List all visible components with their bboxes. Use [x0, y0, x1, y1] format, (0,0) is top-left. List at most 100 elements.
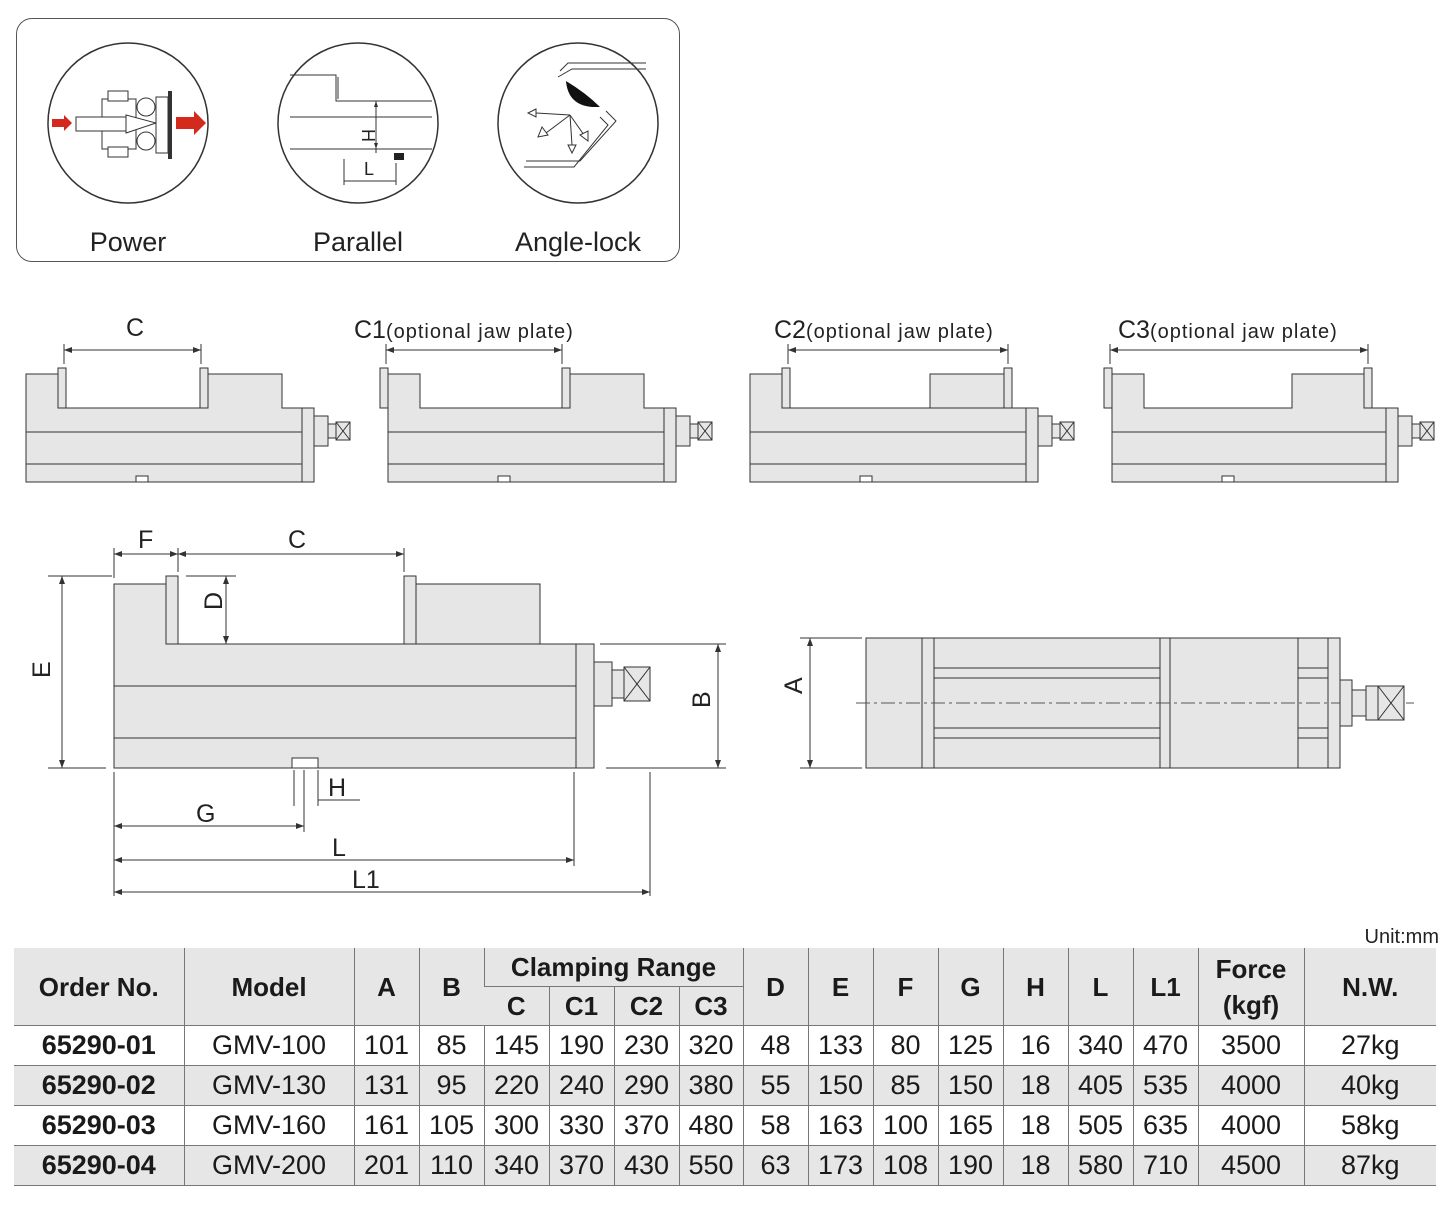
cell-c1: 190: [548, 1025, 614, 1066]
header-model: Model: [183, 948, 354, 1026]
cell-c3: 380: [678, 1065, 743, 1106]
cell-c1: 330: [548, 1105, 614, 1146]
cell-d: 63: [742, 1145, 808, 1186]
cell-force: 3500: [1197, 1025, 1304, 1066]
feature-power: Power: [43, 41, 213, 258]
dim-h-label: H: [328, 774, 346, 802]
spec-table: Order No. Model A B Clamping Range D E F…: [14, 948, 1436, 1186]
cell-a: 131: [353, 1065, 419, 1106]
dim-l1-label: L1: [352, 866, 380, 894]
jaw-variant-c3: [1103, 344, 1435, 483]
cell-c: 220: [483, 1065, 549, 1106]
header-f: F: [872, 948, 938, 1026]
cell-h: 16: [1002, 1025, 1068, 1066]
cell-g: 190: [937, 1145, 1003, 1186]
cell-g: 125: [937, 1025, 1003, 1066]
jaw-variant-c2: [749, 344, 1075, 483]
header-h: H: [1002, 948, 1068, 1026]
cell-model: GMV-130: [183, 1065, 354, 1106]
cell-c1: 240: [548, 1065, 614, 1106]
header-e: E: [807, 948, 873, 1026]
cell-d: 48: [742, 1025, 808, 1066]
feature-label: Angle-lock: [514, 227, 642, 257]
jaw-label-c3: C3(optional jaw plate): [1118, 316, 1338, 344]
cell-c2: 430: [613, 1145, 679, 1186]
cell-l1: 710: [1132, 1145, 1198, 1186]
cell-b: 105: [418, 1105, 484, 1146]
header-a: A: [353, 948, 419, 1026]
cell-l1: 535: [1132, 1065, 1198, 1106]
cell-c2: 370: [613, 1105, 679, 1146]
dim-g-label: G: [196, 800, 215, 828]
cell-l1: 470: [1132, 1025, 1198, 1066]
cell-h: 18: [1002, 1105, 1068, 1146]
cell-h: 18: [1002, 1145, 1068, 1186]
cell-c: 145: [483, 1025, 549, 1066]
unit-label: Unit:mm: [1364, 926, 1439, 948]
cell-model: GMV-200: [183, 1145, 354, 1186]
header-g: G: [937, 948, 1003, 1026]
cell-order: 65290-02: [14, 1065, 184, 1106]
vise-drawings: F C D E B H G: [25, 344, 1435, 896]
cell-c: 300: [483, 1105, 549, 1146]
cell-nw: 87kg: [1303, 1145, 1436, 1186]
cell-e: 133: [807, 1025, 873, 1066]
cell-f: 85: [872, 1065, 938, 1106]
feature-parallel: H L Parallel: [273, 41, 443, 258]
header-b: B: [418, 948, 484, 1026]
cell-l: 405: [1067, 1065, 1133, 1106]
cell-force: 4500: [1197, 1145, 1304, 1186]
dim-b-label: B: [688, 691, 716, 708]
side-view: F C D E B H G: [28, 526, 726, 896]
angle-lock-diagram-icon: [497, 42, 659, 204]
cell-b: 85: [418, 1025, 484, 1066]
cell-l1: 635: [1132, 1105, 1198, 1146]
header-c1: C1: [548, 986, 614, 1026]
cell-c3: 320: [678, 1025, 743, 1066]
parallel-l-label: L: [364, 159, 374, 179]
header-l: L: [1067, 948, 1133, 1026]
cell-force: 4000: [1197, 1105, 1304, 1146]
jaw-variant-c: [25, 344, 351, 483]
feature-label: Parallel: [312, 227, 404, 257]
header-nw: N.W.: [1303, 948, 1436, 1026]
parallel-diagram-icon: H L: [277, 42, 439, 204]
cell-f: 108: [872, 1145, 938, 1186]
dim-e-label: E: [28, 661, 56, 678]
cell-c3: 480: [678, 1105, 743, 1146]
cell-b: 95: [418, 1065, 484, 1106]
cell-c2: 290: [613, 1065, 679, 1106]
cell-l: 340: [1067, 1025, 1133, 1066]
cell-d: 58: [742, 1105, 808, 1146]
cell-a: 201: [353, 1145, 419, 1186]
dim-c-label: C: [288, 526, 306, 554]
power-diagram-icon: [47, 42, 209, 204]
cell-order: 65290-04: [14, 1145, 184, 1186]
cell-c3: 550: [678, 1145, 743, 1186]
dim-a-label: A: [780, 677, 808, 694]
header-force: Force(kgf): [1197, 948, 1304, 1026]
jaw-variant-c1: [379, 344, 713, 483]
cell-force: 4000: [1197, 1065, 1304, 1106]
parallel-h-label: H: [358, 129, 378, 142]
cell-e: 173: [807, 1145, 873, 1186]
cell-order: 65290-03: [41, 1110, 156, 1140]
cell-l: 580: [1067, 1145, 1133, 1186]
cell-c1: 370: [548, 1145, 614, 1186]
cell-a: 161: [353, 1105, 419, 1146]
header-order-no: Order No.: [14, 948, 184, 1026]
cell-b: 110: [418, 1145, 484, 1186]
header-d: D: [742, 948, 808, 1026]
top-view: A: [780, 637, 1414, 769]
jaw-label-c2: C2(optional jaw plate): [774, 316, 994, 344]
header-c2: C2: [613, 986, 679, 1026]
cell-e: 150: [807, 1065, 873, 1106]
cell-nw: 58kg: [1303, 1105, 1436, 1146]
cell-model: GMV-100: [183, 1025, 354, 1066]
feature-angle-lock: Angle-lock: [493, 41, 663, 258]
feature-box: Power H L Parallel: [16, 18, 680, 262]
